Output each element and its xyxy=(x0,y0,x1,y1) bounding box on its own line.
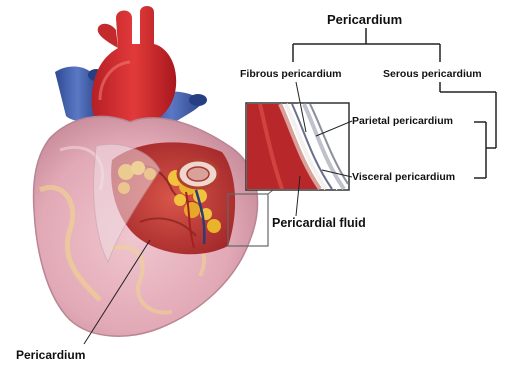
layers-inset xyxy=(246,103,349,190)
pericardium-title: Pericardium xyxy=(327,13,402,26)
serous-pericardium-label: Serous pericardium xyxy=(383,69,482,80)
aorta xyxy=(92,6,177,130)
coronary-vessel-ring xyxy=(178,160,218,188)
visceral-pericardium-label: Visceral pericardium xyxy=(352,172,455,183)
fibrous-pericardium-label: Fibrous pericardium xyxy=(240,69,342,80)
pericardium-label-bottom: Pericardium xyxy=(16,349,85,361)
parietal-pericardium-label: Parietal pericardium xyxy=(352,116,453,127)
pericardial-fluid-label: Pericardial fluid xyxy=(272,217,366,230)
serous-bracket xyxy=(440,82,496,178)
classification-bracket xyxy=(293,28,440,62)
